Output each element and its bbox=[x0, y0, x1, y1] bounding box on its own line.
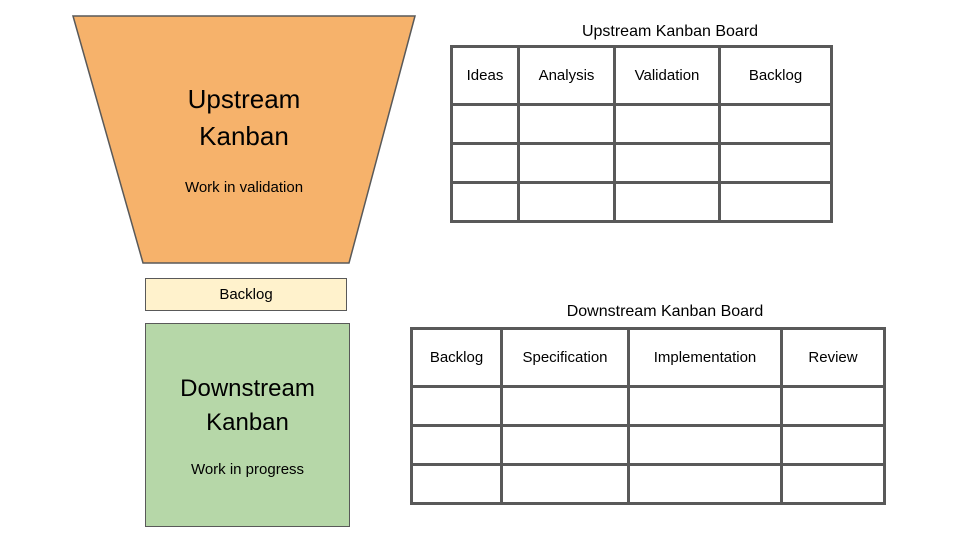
downstream-box-subtitle: Work in progress bbox=[190, 461, 305, 478]
upstream-funnel-title-line1: Upstream bbox=[187, 84, 301, 114]
column-header: Backlog bbox=[410, 327, 503, 388]
board-empty-cell bbox=[718, 142, 833, 184]
board-empty-row bbox=[410, 385, 886, 427]
board-empty-row bbox=[450, 103, 833, 145]
upstream-funnel-subtitle: Work in validation bbox=[184, 179, 304, 196]
board-empty-cell bbox=[627, 424, 783, 466]
upstream-funnel-title: Upstream Kanban bbox=[72, 81, 416, 155]
upstream-board-title: Upstream Kanban Board bbox=[581, 23, 759, 40]
board-empty-cell bbox=[780, 424, 886, 466]
board-empty-cell bbox=[450, 103, 520, 145]
column-header: Review bbox=[780, 327, 886, 388]
backlog-bar: Backlog bbox=[145, 278, 347, 311]
board-empty-cell bbox=[517, 103, 616, 145]
board-empty-cell bbox=[450, 142, 520, 184]
board-empty-cell bbox=[718, 181, 833, 223]
board-header-row: Ideas Analysis Validation Backlog bbox=[450, 45, 833, 106]
board-empty-row bbox=[450, 142, 833, 184]
board-empty-cell bbox=[450, 181, 520, 223]
board-empty-row bbox=[450, 181, 833, 223]
board-empty-cell bbox=[410, 463, 503, 505]
board-empty-cell bbox=[613, 181, 721, 223]
board-empty-cell bbox=[780, 463, 886, 505]
downstream-box-title-line2: Kanban bbox=[206, 409, 289, 436]
downstream-board-title: Downstream Kanban Board bbox=[566, 303, 764, 320]
downstream-box: Downstream Kanban Work in progress bbox=[145, 323, 350, 527]
downstream-box-title-line1: Downstream bbox=[180, 375, 315, 402]
trapezoid-shape bbox=[72, 15, 416, 264]
board-empty-cell bbox=[780, 385, 886, 427]
upstream-funnel-title-line2: Kanban bbox=[199, 121, 289, 151]
board-empty-row bbox=[410, 463, 886, 505]
board-empty-cell bbox=[613, 103, 721, 145]
downstream-box-title: Downstream Kanban bbox=[146, 372, 349, 440]
trapezoid-polygon bbox=[72, 15, 416, 264]
column-header: Validation bbox=[613, 45, 721, 106]
column-header: Analysis bbox=[517, 45, 616, 106]
board-empty-cell bbox=[500, 424, 630, 466]
board-empty-cell bbox=[627, 385, 783, 427]
board-empty-cell bbox=[718, 103, 833, 145]
downstream-board-table: Backlog Specification Implementation Rev… bbox=[410, 327, 886, 505]
column-header: Backlog bbox=[718, 45, 833, 106]
column-header: Ideas bbox=[450, 45, 520, 106]
board-header-row: Backlog Specification Implementation Rev… bbox=[410, 327, 886, 388]
backlog-bar-label: Backlog bbox=[219, 286, 273, 303]
column-header: Implementation bbox=[627, 327, 783, 388]
board-empty-row bbox=[410, 424, 886, 466]
board-empty-cell bbox=[500, 385, 630, 427]
board-empty-cell bbox=[410, 424, 503, 466]
board-empty-cell bbox=[410, 385, 503, 427]
board-empty-cell bbox=[517, 181, 616, 223]
upstream-board-table: Ideas Analysis Validation Backlog bbox=[450, 45, 833, 223]
board-empty-cell bbox=[517, 142, 616, 184]
board-empty-cell bbox=[613, 142, 721, 184]
upstream-funnel: Upstream Kanban Work in validation bbox=[72, 15, 416, 264]
column-header: Specification bbox=[500, 327, 630, 388]
board-empty-cell bbox=[627, 463, 783, 505]
board-empty-cell bbox=[500, 463, 630, 505]
